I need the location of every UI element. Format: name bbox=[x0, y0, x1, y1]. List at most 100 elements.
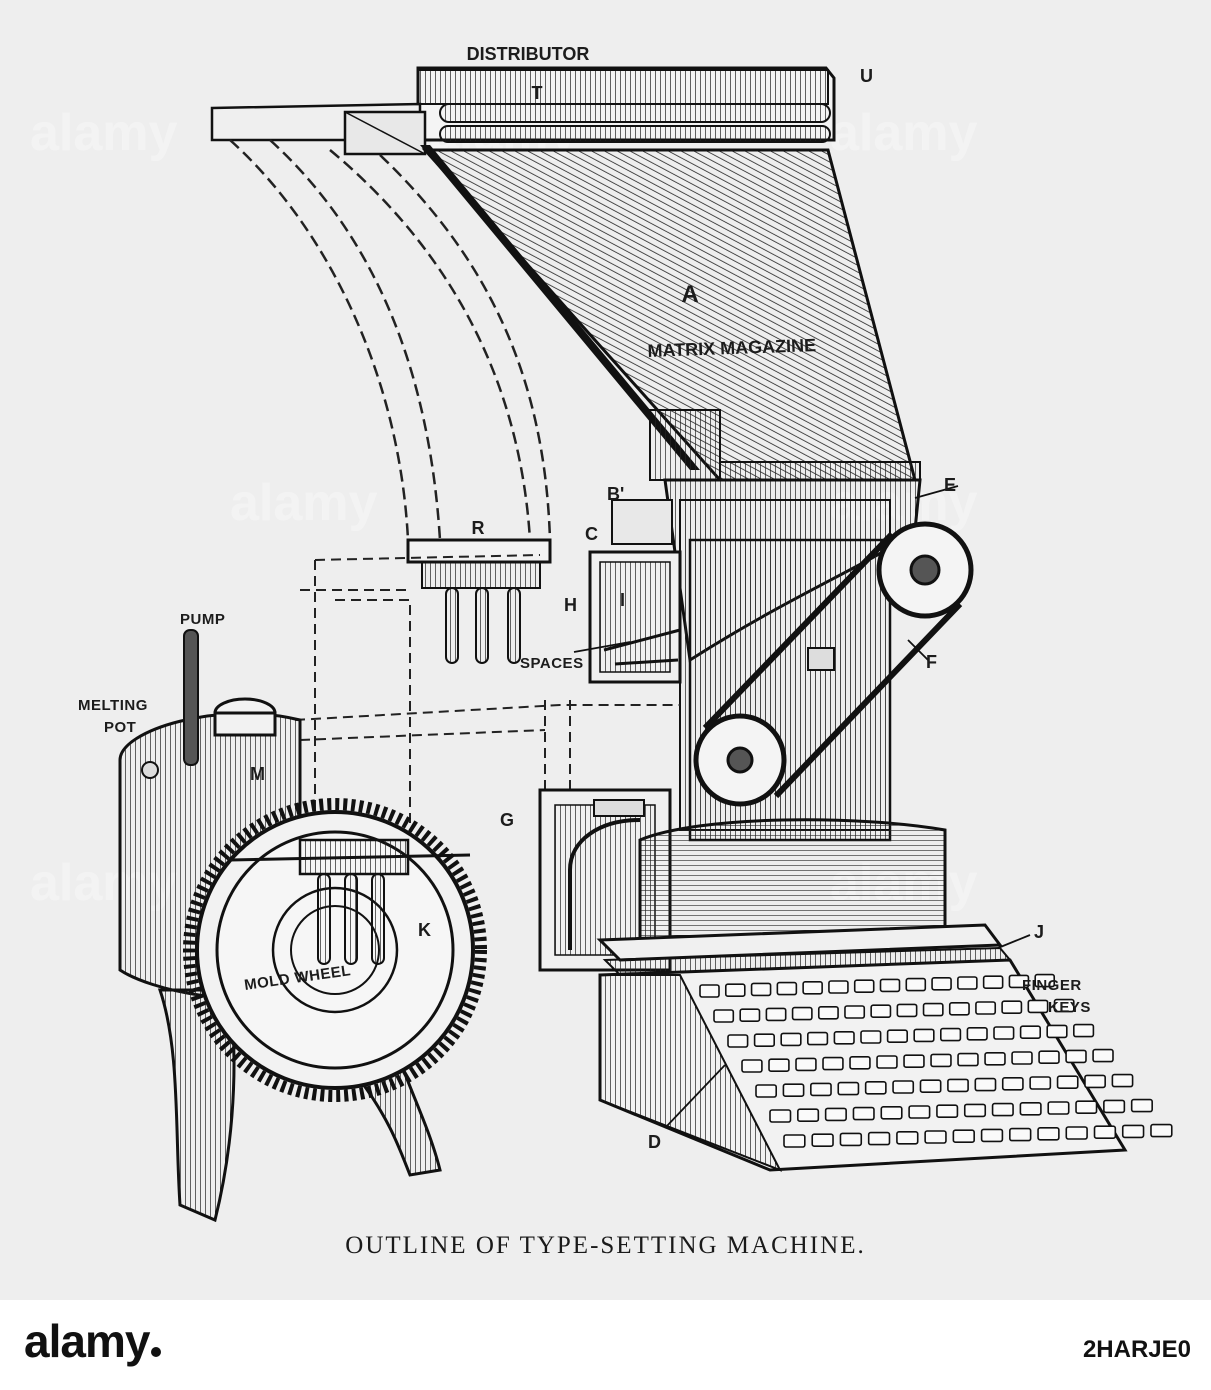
label-r: R bbox=[472, 518, 485, 538]
brand-text: alamy bbox=[24, 1315, 150, 1367]
label-g: G bbox=[500, 810, 514, 830]
finger-key bbox=[1092, 1048, 1114, 1063]
label-spaces: SPACES bbox=[520, 655, 584, 672]
label-t: T bbox=[532, 83, 543, 103]
finger-key bbox=[1038, 1050, 1060, 1064]
finger-key bbox=[724, 983, 746, 998]
finger-key bbox=[922, 1002, 944, 1017]
finger-key bbox=[713, 1009, 735, 1023]
finger-key bbox=[913, 1028, 935, 1043]
label-k: K bbox=[418, 920, 431, 940]
finger-key bbox=[876, 1055, 898, 1069]
finger-key bbox=[776, 981, 798, 996]
finger-key bbox=[919, 1079, 942, 1093]
finger-key bbox=[1046, 1024, 1068, 1039]
finger-key bbox=[966, 1027, 988, 1041]
finger-key bbox=[982, 975, 1004, 990]
finger-key bbox=[1008, 974, 1030, 989]
finger-key bbox=[1121, 1124, 1145, 1139]
finger-key bbox=[1053, 998, 1075, 1013]
finger-key bbox=[924, 1130, 947, 1144]
finger-key bbox=[879, 978, 901, 993]
belt-drive bbox=[693, 521, 974, 807]
brand-dot-icon bbox=[151, 1347, 162, 1357]
finger-key bbox=[880, 1106, 903, 1120]
finger-key bbox=[993, 1026, 1015, 1040]
finger-key bbox=[1001, 1077, 1024, 1091]
diagram-canvas: alamy alamy alamy alamy alamy alamy alam… bbox=[78, 44, 1173, 1259]
label-melting-pot-line1: MELTING bbox=[78, 697, 148, 714]
finger-key bbox=[806, 1031, 829, 1046]
finger-key bbox=[1150, 1123, 1173, 1138]
finger-key bbox=[795, 1057, 817, 1072]
finger-key bbox=[739, 1008, 761, 1023]
finger-key bbox=[860, 1030, 882, 1044]
finger-key bbox=[753, 1033, 775, 1047]
finger-key bbox=[963, 1103, 987, 1118]
finger-key bbox=[1130, 1098, 1153, 1113]
matrix-magazine bbox=[420, 145, 921, 482]
finger-key bbox=[1075, 1100, 1098, 1114]
finger-key bbox=[727, 1034, 749, 1048]
finger-key bbox=[782, 1083, 805, 1097]
finger-key bbox=[1029, 1076, 1052, 1090]
finger-key bbox=[810, 1082, 832, 1097]
finger-key bbox=[828, 980, 849, 994]
finger-key bbox=[783, 1134, 806, 1148]
finger-key bbox=[755, 1084, 778, 1098]
finger-key bbox=[984, 1052, 1006, 1066]
finger-key bbox=[1073, 1023, 1095, 1038]
stock-footer: alamy 2HARJE0 bbox=[0, 1300, 1211, 1390]
finger-key bbox=[802, 980, 823, 995]
finger-key bbox=[867, 1131, 891, 1146]
finger-key bbox=[908, 1105, 931, 1119]
finger-key bbox=[896, 1131, 919, 1145]
finger-key bbox=[947, 1078, 969, 1093]
finger-key bbox=[930, 1053, 952, 1068]
finger-key bbox=[837, 1081, 860, 1096]
finger-key bbox=[939, 1027, 962, 1042]
label-finger-keys-line1: FINGER bbox=[1022, 977, 1082, 994]
finger-keys bbox=[699, 973, 1173, 1148]
label-i: I bbox=[620, 590, 625, 610]
label-j: J bbox=[1034, 922, 1044, 942]
spaces-mechanism bbox=[588, 499, 682, 684]
finger-key bbox=[1019, 1025, 1041, 1039]
finger-key bbox=[1027, 999, 1049, 1014]
mold-wheel bbox=[183, 798, 487, 1102]
finger-key bbox=[1001, 1000, 1023, 1015]
finger-key bbox=[1019, 1102, 1042, 1116]
image-code: 2HARJE0 bbox=[1082, 1336, 1191, 1363]
label-melting-pot-line2: POT bbox=[104, 719, 136, 736]
finger-key bbox=[750, 982, 772, 997]
finger-key bbox=[852, 1106, 875, 1121]
finger-key bbox=[892, 1080, 915, 1094]
finger-key bbox=[849, 1056, 871, 1070]
label-e: E bbox=[944, 475, 956, 495]
matrix-return-channel bbox=[229, 139, 552, 541]
finger-key bbox=[765, 1007, 787, 1022]
finger-key bbox=[1065, 1126, 1088, 1140]
label-d: D bbox=[648, 1132, 661, 1152]
finger-key bbox=[952, 1129, 975, 1143]
finger-key bbox=[1047, 1101, 1070, 1115]
finger-key bbox=[957, 976, 978, 990]
finger-key bbox=[886, 1029, 908, 1043]
finger-key bbox=[769, 1109, 792, 1123]
finger-key bbox=[811, 1133, 834, 1147]
finger-key bbox=[1103, 1099, 1126, 1114]
finger-key bbox=[974, 1077, 997, 1092]
finger-key bbox=[780, 1032, 802, 1047]
finger-key bbox=[699, 984, 720, 998]
distributor-assembly bbox=[210, 66, 836, 156]
finger-key bbox=[1009, 1127, 1032, 1142]
label-u: U bbox=[860, 66, 873, 86]
label-b: B' bbox=[607, 484, 624, 504]
label-finger-keys-line2: KEYS bbox=[1048, 999, 1091, 1016]
leader-lines bbox=[573, 485, 1031, 1129]
label-distributor: DISTRIBUTOR bbox=[467, 44, 590, 64]
finger-key bbox=[991, 1102, 1014, 1117]
finger-key bbox=[1065, 1049, 1087, 1064]
finger-key bbox=[741, 1059, 763, 1073]
finger-key bbox=[1111, 1073, 1134, 1088]
